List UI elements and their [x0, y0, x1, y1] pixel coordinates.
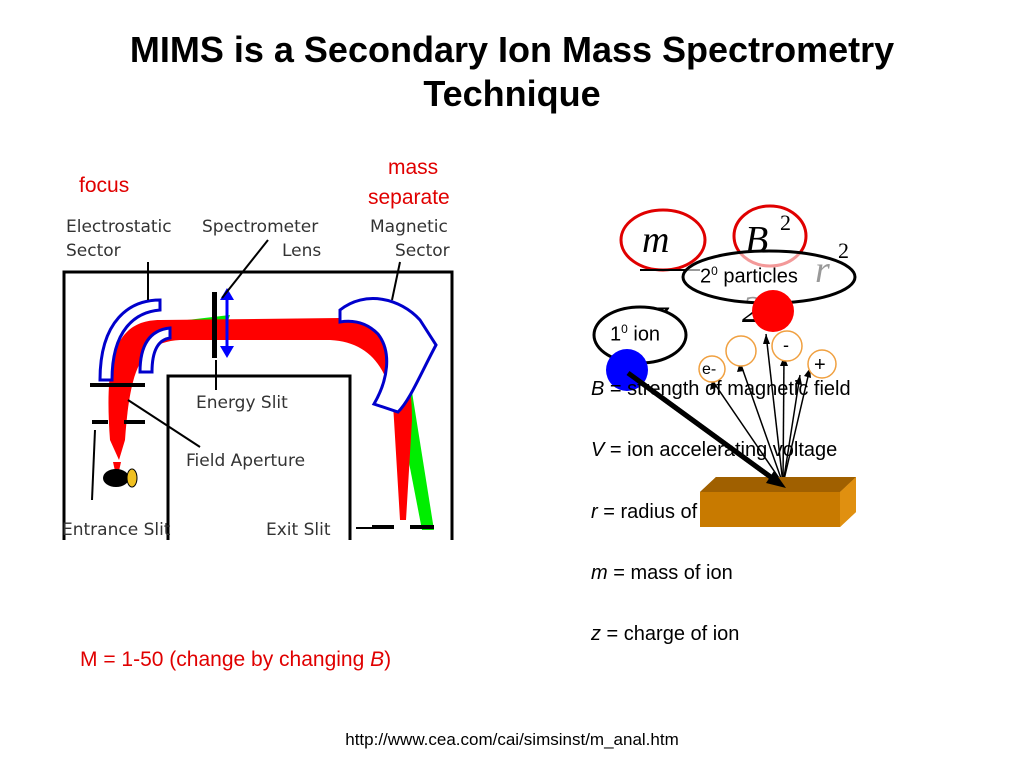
primary-ion-label: 10 ion — [610, 322, 660, 347]
primary-degree: 0 — [621, 322, 628, 336]
sample-yellow — [126, 468, 138, 488]
formula-r-exp: 2 — [838, 238, 849, 263]
housing-outer — [62, 270, 454, 540]
formula-m: m — [642, 219, 669, 261]
source-url: http://www.cea.com/cai/simsinst/m_anal.h… — [345, 730, 679, 749]
lens-arrow-down — [220, 346, 234, 358]
secondary-degree: 0 — [711, 264, 718, 278]
def-v-var: V — [591, 439, 605, 461]
definition-r: r = radius of curvature — [591, 499, 786, 525]
def-z-var: z — [591, 623, 601, 645]
def-r-text: = radius of curvature — [597, 501, 787, 523]
positive-text: + — [814, 354, 826, 376]
sample-black — [103, 469, 129, 487]
separate-label: separate — [368, 186, 450, 209]
housing-inner — [166, 374, 352, 540]
mass-range-var: B — [370, 648, 385, 671]
def-m-var: m — [591, 562, 608, 584]
electrostatic-label-2: Sector — [66, 241, 121, 261]
slide-title: MIMS is a Secondary Ion Mass Spectrometr… — [60, 28, 964, 116]
secondary-particles-label: 20 particles — [700, 264, 798, 289]
electrostatic-inner-plate — [138, 326, 172, 374]
title-line-1: MIMS is a Secondary Ion Mass Spectrometr… — [129, 29, 895, 70]
primary-word: ion — [627, 323, 661, 346]
positive-particle — [807, 349, 837, 379]
energy-slit-label: Energy Slit — [196, 393, 288, 413]
primary-number: 1 — [610, 323, 622, 346]
electrostatic-outer-plate — [98, 298, 162, 382]
definition-v: V = ion accelerating voltage — [591, 437, 837, 463]
mass-range-suffix: ) — [384, 648, 392, 671]
definition-z: z = charge of ion — [591, 621, 739, 647]
def-b-text: = strength of magnetic field — [604, 378, 851, 400]
def-v-text: = ion accelerating voltage — [604, 439, 838, 461]
magnetic-sector — [338, 297, 438, 414]
entrance-slit-label: Entrance Slit — [62, 520, 171, 540]
magnetic-label-1: Magnetic — [370, 217, 448, 237]
electrostatic-label-1: Electrostatic — [66, 217, 172, 237]
title-line-2: Technique — [423, 73, 601, 114]
ion-beam-tip — [110, 440, 125, 460]
lens-label-2: Lens — [282, 241, 321, 261]
secondary-word: particles — [717, 265, 798, 288]
def-m-text: = mass of ion — [607, 562, 733, 584]
def-b-var: B — [591, 378, 605, 400]
mass-label: mass — [388, 156, 439, 179]
def-r-var: r — [591, 501, 598, 523]
secondary-ion-ball — [752, 290, 794, 332]
definition-b: B = strength of magnetic field — [591, 376, 851, 402]
definition-m: m = mass of ion — [591, 560, 733, 586]
def-z-text: = charge of ion — [601, 623, 740, 645]
negative-text: - — [783, 335, 789, 355]
mass-range-prefix: M = 1-50 (change by changing — [80, 648, 371, 671]
negative-particle — [771, 330, 803, 362]
mass-range-note: M = 1-50 (change by changing B) — [80, 648, 391, 672]
lens-plate — [212, 292, 217, 358]
exit-slit-label: Exit Slit — [266, 520, 331, 540]
secondary-number: 2 — [700, 265, 712, 288]
focus-label: focus — [79, 174, 130, 197]
lens-label-1: Spectrometer — [202, 217, 318, 237]
magnetic-label-2: Sector — [395, 241, 450, 261]
neutral-particle — [725, 335, 757, 367]
formula-b-exp: 2 — [780, 210, 791, 235]
field-aperture-label: Field Aperture — [186, 451, 305, 471]
